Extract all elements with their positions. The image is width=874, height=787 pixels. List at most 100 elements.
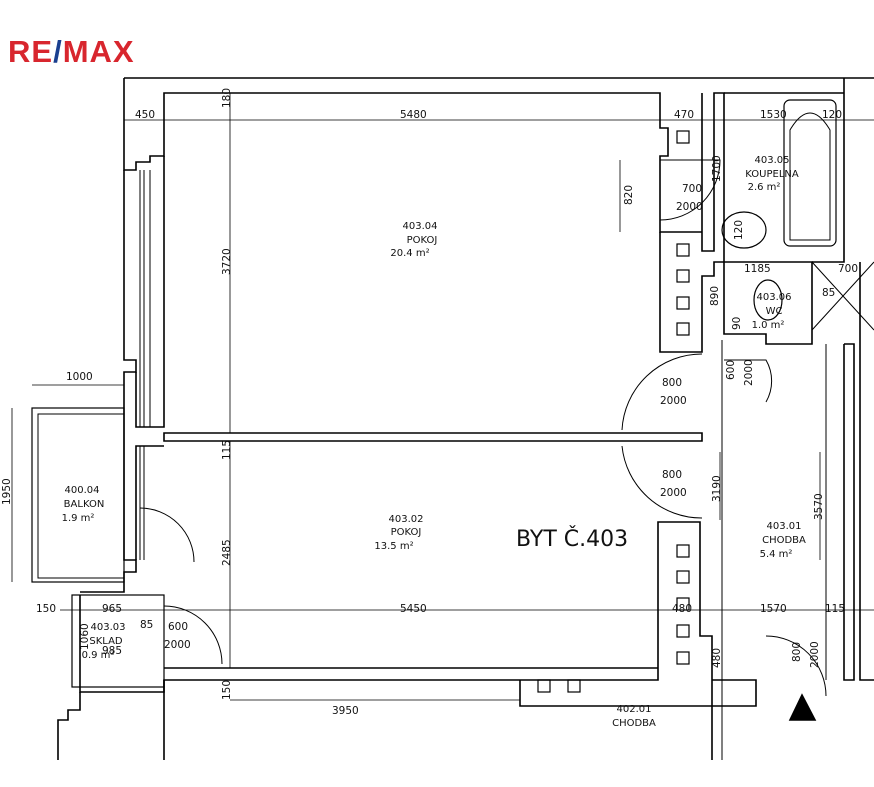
corridor-line <box>721 340 827 760</box>
outer-wall <box>123 77 874 252</box>
door-4-height: 2000 <box>743 359 755 386</box>
door-5-height: 2000 <box>164 639 191 651</box>
room-40301-id: 403.01 <box>767 521 802 532</box>
dim-v-115: 115 <box>221 440 233 460</box>
dim-h-1000: 1000 <box>66 371 93 383</box>
dim-h-1570: 1570 <box>760 603 787 615</box>
room-40004-name: BALKON <box>64 499 105 510</box>
dim-v-1950: 1950 <box>1 478 13 505</box>
shaft-11 <box>537 679 551 693</box>
room-40304-name: POKOJ <box>407 235 438 246</box>
dim-v-480: 480 <box>711 648 723 668</box>
dim-h-150: 150 <box>36 603 56 615</box>
window-lower <box>139 446 145 560</box>
shaft-2 <box>676 243 690 257</box>
door-1-height: 2000 <box>676 201 703 213</box>
dim-h-700: 700 <box>838 263 858 275</box>
shaft-6 <box>676 544 690 558</box>
logo-re: RE <box>8 34 54 69</box>
logo-max: MAX <box>62 34 135 69</box>
door-swing-4 <box>724 359 773 403</box>
dim-h-985: 985 <box>102 645 122 657</box>
shaft-7 <box>676 570 690 584</box>
dim-v-1060: 1060 <box>79 623 91 650</box>
wall-right <box>843 262 874 681</box>
dim-v-150: 150 <box>221 680 233 700</box>
door-swing-2 <box>621 353 703 431</box>
dim-v-2485: 2485 <box>221 539 233 566</box>
room-40306-name: WC <box>766 306 783 317</box>
room-40303-name: SKLAD <box>89 636 123 647</box>
balcony-inner <box>37 413 125 579</box>
room-40305-name: KOUPELNA <box>745 169 799 180</box>
shaft-4 <box>676 296 690 310</box>
dim-h-5450: 5450 <box>400 603 427 615</box>
room-40301-area: 5.4 m² <box>760 549 793 560</box>
dim-v-3190: 3190 <box>711 475 723 502</box>
wall-bottom-left <box>57 680 165 760</box>
shaft-3 <box>676 269 690 283</box>
dim-top-470: 470 <box>674 109 694 121</box>
door-swing-7 <box>765 635 827 697</box>
room-40201-id: 402.01 <box>617 704 652 715</box>
room-40303-id: 403.03 <box>91 622 126 633</box>
bathtub <box>783 99 837 247</box>
door-4-width: 600 <box>725 360 737 380</box>
dim-v-820: 820 <box>623 185 635 205</box>
room-40004-id: 400.04 <box>65 485 100 496</box>
dim-top-120: 120 <box>822 109 842 121</box>
room-40302-name: POKOJ <box>391 527 422 538</box>
door-6-height: 2000 <box>809 641 821 668</box>
room-40302-area: 13.5 m² <box>374 541 413 552</box>
door-2-width: 800 <box>662 377 682 389</box>
dim-top-1530: 1530 <box>760 109 787 121</box>
door-swing-6 <box>163 605 223 665</box>
north-arrow <box>788 693 817 721</box>
dim-h-85: 85 <box>822 287 835 299</box>
door-5-width: 600 <box>168 621 188 633</box>
dim-v-1700: 1700 <box>711 155 723 182</box>
room-40302-id: 403.02 <box>389 514 424 525</box>
dim-h-1185: 1185 <box>744 263 771 275</box>
dim-h-115: 115 <box>825 603 845 615</box>
room-40304-area: 20.4 m² <box>390 248 429 259</box>
room-40301-name: CHODBA <box>762 535 806 546</box>
shaft-5 <box>676 322 690 336</box>
window-upper <box>139 170 151 427</box>
room-40303-area: 0.9 m² <box>82 650 115 661</box>
door-1-width: 700 <box>682 183 702 195</box>
door-6-width: 800 <box>791 642 803 662</box>
dim-h-480: 480 <box>672 603 692 615</box>
room-40306-area: 1.0 m² <box>752 320 785 331</box>
wall-lower-mid <box>519 679 757 707</box>
dim-top-5480: 5480 <box>400 109 427 121</box>
dim-v-3720: 3720 <box>221 248 233 275</box>
shaft-1 <box>676 130 690 144</box>
door-3-height: 2000 <box>660 487 687 499</box>
remax-logo: RE/MAX <box>8 36 135 67</box>
storage <box>71 594 165 688</box>
shaft-10 <box>676 651 690 665</box>
room-40304-id: 403.04 <box>403 221 438 232</box>
toilet <box>753 279 783 321</box>
shaft-12 <box>567 679 581 693</box>
door-swing-5 <box>139 507 195 563</box>
dim-v-90: 90 <box>731 317 743 330</box>
dim-h-3950: 3950 <box>332 705 359 717</box>
dim-top-450: 450 <box>135 109 155 121</box>
dim-v-3570: 3570 <box>813 493 825 520</box>
logo-slash: / <box>53 34 63 69</box>
room-40306-id: 403.06 <box>757 292 792 303</box>
dim-h-965: 965 <box>102 603 122 615</box>
door-swing-3 <box>621 445 703 519</box>
dim-lines <box>11 93 874 701</box>
door-3-width: 800 <box>662 469 682 481</box>
sink <box>721 211 767 249</box>
dim-h-85b: 85 <box>140 619 153 631</box>
dim-v-120: 120 <box>733 220 745 240</box>
room-40004-area: 1.9 m² <box>62 513 95 524</box>
cross-hatch <box>811 261 874 331</box>
partition <box>163 432 703 442</box>
